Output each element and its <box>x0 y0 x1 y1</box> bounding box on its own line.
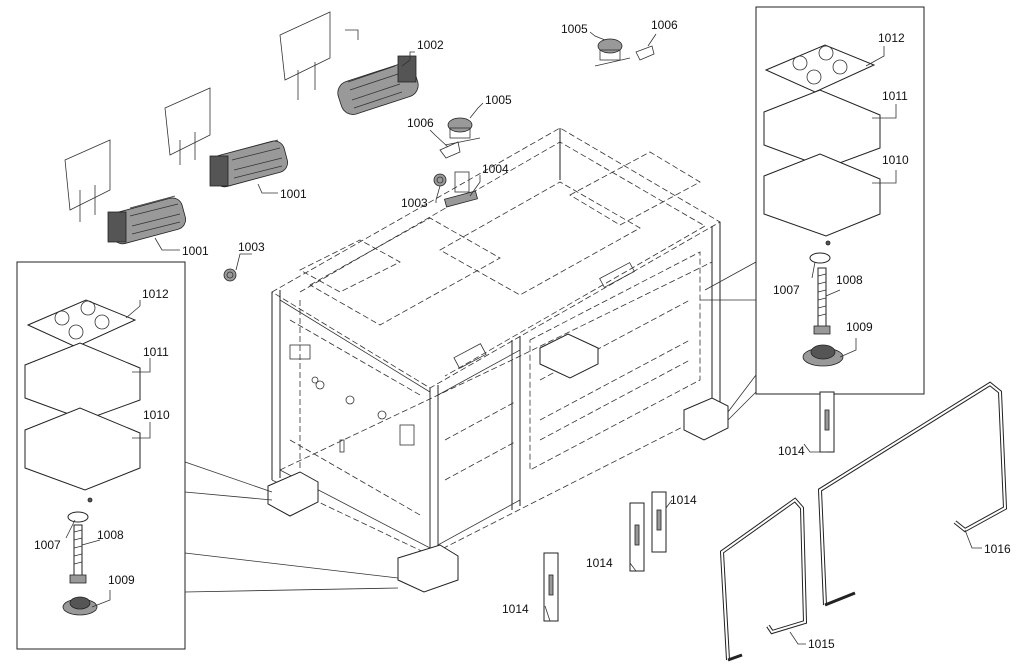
label-1004: 1004 <box>482 162 509 176</box>
label-1012-left: 1012 <box>142 287 169 301</box>
fan-assembly-1001a <box>64 139 186 245</box>
label-1012-right: 1012 <box>878 31 905 45</box>
label-1001b: 1001 <box>280 187 307 201</box>
label-1011-right: 1011 <box>882 89 908 103</box>
label-1003a: 1003 <box>238 240 265 254</box>
label-1010-left: 1010 <box>143 408 170 422</box>
label-1009-right: 1009 <box>846 320 873 334</box>
label-1007-left: 1007 <box>34 538 61 552</box>
clip-1006b <box>635 45 655 61</box>
part-labels: 1001 1001 1002 1003 1003 1004 1005 1005 … <box>34 18 1011 651</box>
clip-1006a <box>439 141 461 159</box>
grommet-1003b <box>433 173 447 187</box>
label-1008-left: 1008 <box>97 528 124 542</box>
label-1014d: 1014 <box>502 602 529 616</box>
fan-assembly-1002 <box>279 11 419 115</box>
bracket-1014d <box>543 552 559 622</box>
label-1006b: 1006 <box>651 18 678 32</box>
thermostat-1005a <box>444 117 481 146</box>
bracket-1014b <box>651 491 667 553</box>
label-1014b: 1014 <box>670 493 697 507</box>
fan-assembly-1001b <box>164 87 288 188</box>
terminal-block-1004 <box>444 171 478 208</box>
bracket-1014c <box>629 502 645 572</box>
rod-1016 <box>817 381 1008 607</box>
cabinet-frame <box>267 127 729 593</box>
thermostat-1005b <box>594 38 631 67</box>
grommet-1003a <box>223 268 237 282</box>
label-1003b: 1003 <box>401 196 428 210</box>
leader-lines <box>65 31 982 645</box>
bracket-1014a <box>819 391 835 453</box>
detail-box-right <box>700 6 925 421</box>
label-1011-left: 1011 <box>143 345 169 359</box>
detail-box-left <box>16 261 399 650</box>
label-1001a: 1001 <box>182 244 209 258</box>
label-1010-right: 1010 <box>882 153 909 167</box>
label-1005a: 1005 <box>485 93 512 107</box>
label-1014a: 1014 <box>778 444 805 458</box>
label-1014c: 1014 <box>586 556 613 570</box>
label-1009-left: 1009 <box>108 573 135 587</box>
label-1007-right: 1007 <box>773 283 800 297</box>
label-1005b: 1005 <box>561 22 588 36</box>
label-1008-right: 1008 <box>836 273 863 287</box>
label-1006a: 1006 <box>407 116 434 130</box>
label-1002: 1002 <box>417 38 444 52</box>
rod-1015 <box>719 497 808 662</box>
label-1015: 1015 <box>808 637 835 651</box>
label-1016: 1016 <box>984 542 1011 556</box>
